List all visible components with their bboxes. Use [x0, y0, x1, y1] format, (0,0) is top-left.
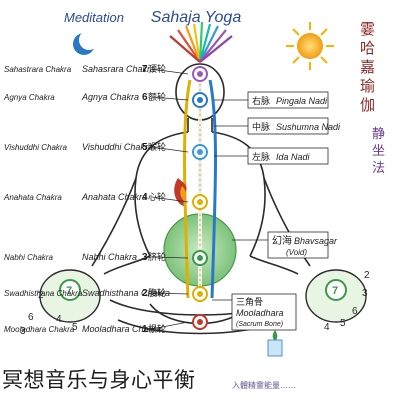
chakra-marker: [192, 66, 208, 82]
kundalini-flame-icon: [174, 178, 187, 206]
chakra-english-name: Swadhisthana Chakra: [82, 288, 170, 298]
chakra-number: 6: [142, 92, 148, 103]
chakra-english-name: Sahasrara Chakra: [82, 64, 155, 74]
hand-number: 6: [28, 312, 34, 323]
chakra-english-name: Vishuddhi Chakra: [82, 142, 153, 152]
chakra-number: 5: [142, 142, 148, 153]
chakra-marker: [192, 314, 208, 330]
chakra-number: 4: [142, 192, 148, 203]
cn-vertical-title: 霎哈嘉瑜伽 静坐法: [360, 20, 385, 176]
hand-number: 5: [72, 322, 78, 333]
hand-number: 6: [352, 306, 358, 317]
chakra-english-name: Agnya Chakra: [81, 92, 139, 102]
chakra-marker: [192, 286, 208, 302]
candle-icon: [267, 330, 283, 357]
hand-number: 4: [56, 314, 62, 325]
sacrum-label: 三角骨 Mooladhara (Sacrum Bone): [212, 293, 297, 331]
cn-title: 霎哈嘉瑜伽: [360, 20, 375, 114]
hand-number: 2: [38, 290, 44, 301]
hand-number: 2: [364, 270, 370, 281]
chakra-english-name: Anahata Chakra: [81, 192, 147, 202]
chakra-marker: [192, 144, 208, 160]
right-hand: 7 6 5 4 3 2: [305, 269, 370, 333]
nadi-label-row: 左脉 Ida Nadi: [214, 147, 329, 165]
svg-text:7: 7: [66, 285, 72, 297]
chakra-number: 1: [142, 324, 148, 335]
chakra-marker: [192, 92, 208, 108]
chakra-number: 7: [142, 64, 148, 75]
chakra-marker: [192, 250, 208, 266]
chakra-note: Sahastrara Chakra: [4, 65, 72, 74]
svg-text:7: 7: [332, 285, 338, 297]
nadi-label-list: 右脉 Pingala Nadi 中脉 Sushumna Nadi 左脉 Ida Nadi: [214, 91, 341, 165]
chakra-chinese-name: 额轮: [148, 91, 166, 103]
bottom-note: 入體精靈能量……: [232, 381, 296, 390]
chakra-note: Nabhi Chakra: [4, 253, 53, 262]
nadi-label-row: 中脉 Sushumna Nadi: [214, 117, 341, 135]
chakra-chinese-name: 心轮: [148, 191, 166, 203]
chakra-chinese-name: 根轮: [148, 323, 166, 335]
chakra-markers: [192, 66, 208, 330]
void-sub-label: (Void): [286, 248, 307, 257]
sacrum-sub-label: (Sacrum Bone): [236, 321, 283, 328]
hand-number: 5: [340, 318, 346, 329]
moon-icon: [73, 30, 99, 55]
hand-number: 3: [20, 326, 26, 337]
left-hand: 7 2 4 5 6 3: [20, 269, 101, 337]
nadi-label-row: 右脉 Pingala Nadi: [214, 91, 329, 109]
chakra-note: Swadhisthana Chakra: [4, 289, 83, 298]
crown-rays: [169, 21, 233, 63]
void-en-label: Bhavsagar: [294, 236, 338, 246]
caption-band: [0, 360, 400, 400]
nadi-chinese-name: 中脉: [252, 121, 270, 133]
chakra-note: Agnya Chakra: [3, 93, 55, 102]
chakra-note: Anahata Chakra: [3, 193, 62, 202]
void-label: 幻海 Bhavsagar (Void): [232, 231, 338, 259]
chakra-chinese-name: 腹轮: [148, 287, 166, 299]
chakra-chinese-name: 脐轮: [148, 251, 166, 263]
chakra-english-name: Mooladhara Chakra: [82, 324, 161, 334]
hand-number: 4: [324, 322, 330, 333]
chakra-english-name: Nabhi Chakra: [82, 252, 137, 262]
header-subtitle: Meditation: [64, 10, 124, 25]
nadi-english-name: Sushumna Nadi: [276, 122, 341, 132]
chakra-chinese-name: 喉轮: [148, 141, 166, 153]
nadi-chinese-name: 左脉: [252, 151, 270, 163]
hand-number: 3: [362, 288, 368, 299]
chakra-note: Vishuddhi Chakra: [4, 143, 68, 152]
chakra-note: Mooladhara Chakra: [4, 325, 75, 334]
chakra-marker: [192, 194, 208, 210]
ida-nadi-channel: [183, 79, 192, 299]
chakra-number: 3: [142, 252, 148, 263]
nadi-chinese-name: 右脉: [252, 95, 270, 107]
sacrum-cn-label: 三角骨: [236, 296, 263, 308]
sun-icon: [286, 22, 334, 70]
nadi-english-name: Pingala Nadi: [276, 96, 328, 106]
cn-tagline: 静坐法: [372, 127, 385, 176]
header-title: Sahaja Yoga: [151, 9, 242, 26]
chakra-number: 2: [142, 288, 148, 299]
void-cn-label: 幻海: [272, 234, 292, 247]
pingala-nadi-channel: [208, 79, 217, 299]
nadi-english-name: Ida Nadi: [276, 152, 311, 162]
chakra-chinese-name: 顶轮: [148, 63, 166, 75]
sacrum-en-label: Mooladhara: [236, 308, 284, 318]
image-caption: 冥想音乐与身心平衡: [2, 368, 196, 392]
